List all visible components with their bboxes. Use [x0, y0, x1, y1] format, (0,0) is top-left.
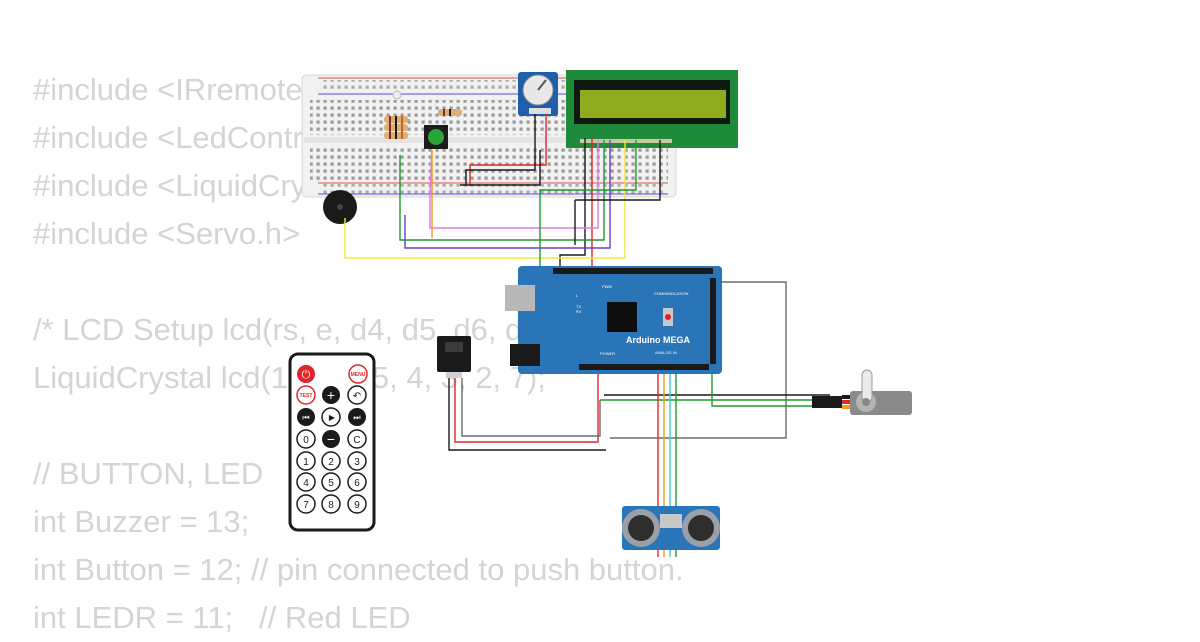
- remote-digit-7[interactable]: [296, 494, 316, 514]
- digit-label: 4: [303, 478, 309, 489]
- digit-label: 2: [328, 457, 334, 468]
- arduino-mega-board[interactable]: Arduino MEGA PWM COMMUNICATION POWER ANA…: [505, 266, 722, 374]
- remote-plus-button[interactable]: [322, 386, 340, 404]
- prev-icon: ⏮: [302, 413, 309, 422]
- remote-digit-4[interactable]: [296, 472, 316, 492]
- next-icon: ⏭: [353, 413, 360, 422]
- lcd-display[interactable]: [566, 70, 738, 148]
- digit-label: 5: [328, 478, 334, 489]
- digit-label: 3: [354, 457, 360, 468]
- plus-icon: +: [327, 387, 335, 403]
- remote-play-button[interactable]: [321, 407, 341, 427]
- remote-clear-button[interactable]: [347, 429, 367, 449]
- digit-label: 8: [328, 500, 334, 511]
- digit-0-label: 0: [303, 435, 309, 446]
- potentiometer[interactable]: [518, 72, 558, 116]
- digit-label: 7: [303, 500, 309, 511]
- remote-digit-6[interactable]: [347, 472, 367, 492]
- servo-motor[interactable]: [812, 369, 912, 415]
- buzzer[interactable]: [323, 190, 357, 224]
- code-line: int LEDR = 11; // Red LED: [33, 600, 411, 635]
- remote-minus-button[interactable]: [322, 430, 340, 448]
- remote-menu-button[interactable]: [348, 364, 368, 384]
- remote-digit-1[interactable]: [296, 451, 316, 471]
- code-line: // BUTTON, LED: [33, 456, 264, 491]
- test-label: TEST: [300, 393, 313, 399]
- minus-icon: −: [327, 431, 335, 447]
- remote-power-button[interactable]: [297, 365, 315, 383]
- play-icon: ▶: [329, 413, 336, 422]
- digit-label: 9: [354, 500, 360, 511]
- resistor-group[interactable]: [384, 90, 462, 139]
- power-label: POWER: [600, 351, 615, 356]
- communication-label: COMMUNICATION: [654, 291, 688, 296]
- remote-digit-2[interactable]: [321, 451, 341, 471]
- remote-next-button[interactable]: [348, 408, 366, 426]
- remote-digit-3[interactable]: [347, 451, 367, 471]
- power-icon: ⏻: [302, 369, 311, 381]
- push-button[interactable]: [424, 125, 448, 149]
- ir-remote[interactable]: ⏻ MENU TEST + ↶ ⏮ ▶ ⏭ 0 − C 1 2 3 4 5 6 …: [288, 352, 376, 532]
- tx-label: TX: [576, 304, 581, 309]
- clear-label: C: [353, 435, 360, 446]
- ir-receiver[interactable]: [437, 336, 471, 378]
- analog-in-label: ANALOG IN: [655, 350, 677, 355]
- remote-back-button[interactable]: [347, 385, 367, 405]
- remote-digit-8[interactable]: [321, 494, 341, 514]
- remote-digit-9[interactable]: [347, 494, 367, 514]
- back-icon: ↶: [353, 391, 361, 402]
- digit-label: 6: [354, 478, 360, 489]
- ultrasonic-sensor[interactable]: [622, 506, 720, 550]
- remote-digit-0[interactable]: [296, 429, 316, 449]
- code-line: int Button = 12; // pin connected to pus…: [33, 552, 684, 587]
- remote-digit-5[interactable]: [321, 472, 341, 492]
- digit-label: 1: [303, 457, 309, 468]
- rx-label: RX: [576, 309, 582, 314]
- board-brand-label: Arduino MEGA: [626, 335, 690, 345]
- code-line: #include <Servo.h>: [33, 216, 301, 251]
- remote-test-button[interactable]: [296, 385, 316, 405]
- led-l-label: L: [576, 293, 579, 298]
- menu-label: MENU: [351, 372, 366, 378]
- code-line: int Buzzer = 13;: [33, 504, 250, 539]
- remote-prev-button[interactable]: [297, 408, 315, 426]
- pwm-label: PWM: [602, 284, 612, 289]
